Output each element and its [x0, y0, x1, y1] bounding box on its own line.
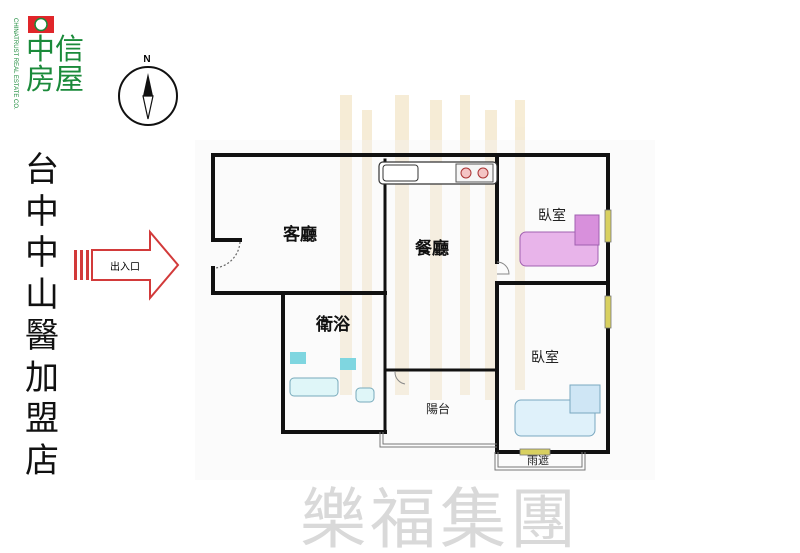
walls [211, 153, 610, 454]
room-label-bedroom2: 臥室 [531, 349, 559, 366]
store-name-char: 加 [25, 357, 59, 398]
store-name-char: 中 [25, 233, 59, 273]
room-label-living: 客廳 [282, 224, 317, 245]
entrance-arrow-icon: 出入口 [74, 229, 180, 301]
watermark-bars [195, 95, 655, 480]
balcony-door [394, 371, 406, 385]
toilet-icon [355, 387, 375, 403]
logo-subtitle: CHINATRUST REAL ESTATE CO. [12, 18, 18, 110]
store-name-char: 醫 [25, 316, 59, 356]
kitchen-counter [378, 161, 498, 185]
store-name-char: 店 [25, 440, 59, 481]
company-logo: CHINATRUST REAL ESTATE CO. [12, 16, 54, 110]
sink-icon [382, 164, 419, 182]
compass-north-icon: N [118, 54, 178, 126]
store-name-char: 盟 [25, 399, 59, 439]
bed-icon [514, 384, 601, 437]
store-name: 台 中 中 山 醫 加 盟 店 [22, 150, 62, 482]
room-label-balcony: 陽台 [426, 401, 450, 416]
entrance-label: 出入口 [110, 260, 140, 273]
windows [519, 209, 612, 456]
room-label-rain-shelter: 雨遮 [527, 453, 549, 467]
room-label-bathroom: 衛浴 [315, 314, 351, 335]
logo-name: 中信房屋 [26, 34, 85, 96]
store-name-char: 中 [25, 191, 59, 232]
svg-text:N: N [143, 54, 150, 65]
balcony-outline [379, 432, 586, 471]
room-label-dining: 餐廳 [415, 238, 449, 259]
store-name-char: 山 [25, 274, 59, 315]
bedroom-door [496, 261, 510, 275]
bathtub-icon [289, 352, 375, 403]
store-name-char: 台 [25, 150, 59, 190]
watermark-text: 樂福集團 [300, 481, 580, 553]
room-label-bedroom1: 臥室 [538, 207, 566, 224]
bed-icon [519, 214, 600, 267]
